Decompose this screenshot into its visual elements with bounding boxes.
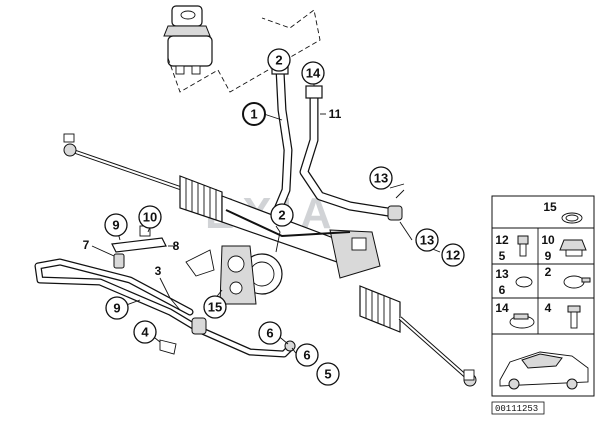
callout-4[interactable]: 4 — [133, 320, 157, 344]
svg-text:6: 6 — [499, 283, 506, 297]
svg-text:7: 7 — [83, 238, 90, 252]
svg-text:10: 10 — [541, 233, 555, 247]
legend-item-14[interactable]: 14 — [495, 301, 535, 329]
svg-text:1: 1 — [250, 107, 257, 122]
callout-13-bottom[interactable]: 13 — [415, 228, 439, 252]
legend-item-4[interactable]: 4 — [545, 301, 581, 329]
legend-item-10-9[interactable]: 10 9 — [541, 233, 587, 263]
callout-5[interactable]: 5 — [316, 362, 340, 386]
legend-item-15[interactable]: 15 — [543, 200, 583, 224]
label-3[interactable]: 3 — [155, 264, 162, 278]
callout-1[interactable]: 1 — [242, 102, 266, 126]
svg-text:2: 2 — [545, 265, 552, 279]
bracket-assembly — [111, 225, 167, 269]
svg-text:6: 6 — [303, 348, 310, 363]
svg-text:12: 12 — [446, 248, 460, 263]
label-7[interactable]: 7 — [83, 238, 90, 252]
parts-legend: 15 12 5 10 9 13 6 2 14 — [491, 195, 595, 397]
svg-text:5: 5 — [324, 367, 331, 382]
svg-text:9: 9 — [545, 249, 552, 263]
steering-rack — [63, 133, 477, 387]
callout-12[interactable]: 12 — [441, 243, 465, 267]
callout-6-right[interactable]: 6 — [295, 343, 319, 367]
svg-text:14: 14 — [306, 66, 321, 81]
label-11[interactable]: 11 — [329, 107, 342, 121]
callout-6-left[interactable]: 6 — [258, 321, 282, 345]
fluid-reservoir — [163, 5, 213, 75]
legend-item-12-5[interactable]: 12 5 — [495, 233, 529, 263]
svg-text:9: 9 — [113, 301, 120, 316]
svg-text:13: 13 — [374, 171, 388, 186]
callout-14[interactable]: 14 — [301, 61, 325, 85]
callout-10[interactable]: 10 — [138, 205, 162, 229]
callout-13-top[interactable]: 13 — [369, 166, 393, 190]
callout-15[interactable]: 15 — [203, 295, 227, 319]
cooling-line — [34, 258, 296, 358]
svg-text:12: 12 — [495, 233, 509, 247]
svg-text:3: 3 — [155, 264, 162, 278]
svg-text:9: 9 — [112, 218, 119, 233]
svg-text:2: 2 — [275, 53, 282, 68]
svg-text:4: 4 — [141, 325, 149, 340]
svg-text:8: 8 — [173, 239, 180, 253]
svg-text:15: 15 — [543, 200, 557, 214]
svg-text:11: 11 — [329, 107, 342, 121]
svg-text:13: 13 — [420, 233, 434, 248]
vehicle-icon — [499, 351, 589, 390]
reference-number: 00111253 — [495, 404, 538, 414]
callout-2-top[interactable]: 2 — [267, 48, 291, 72]
svg-text:14: 14 — [495, 301, 509, 315]
svg-text:4: 4 — [545, 301, 552, 315]
label-8[interactable]: 8 — [173, 239, 180, 253]
callout-9-top[interactable]: 9 — [104, 213, 128, 237]
callout-9-bottom[interactable]: 9 — [105, 296, 129, 320]
svg-text:6: 6 — [266, 326, 273, 341]
svg-text:15: 15 — [208, 300, 222, 315]
svg-text:2: 2 — [278, 208, 285, 223]
svg-text:10: 10 — [143, 210, 157, 225]
svg-text:13: 13 — [495, 267, 509, 281]
callout-2-mid[interactable]: 2 — [270, 203, 294, 227]
legend-item-2[interactable]: 2 — [545, 265, 591, 289]
power-steering-pump — [185, 245, 283, 305]
legend-item-13-6[interactable]: 13 6 — [495, 267, 533, 297]
svg-text:5: 5 — [499, 249, 506, 263]
pressure-hose-11 — [299, 85, 403, 221]
